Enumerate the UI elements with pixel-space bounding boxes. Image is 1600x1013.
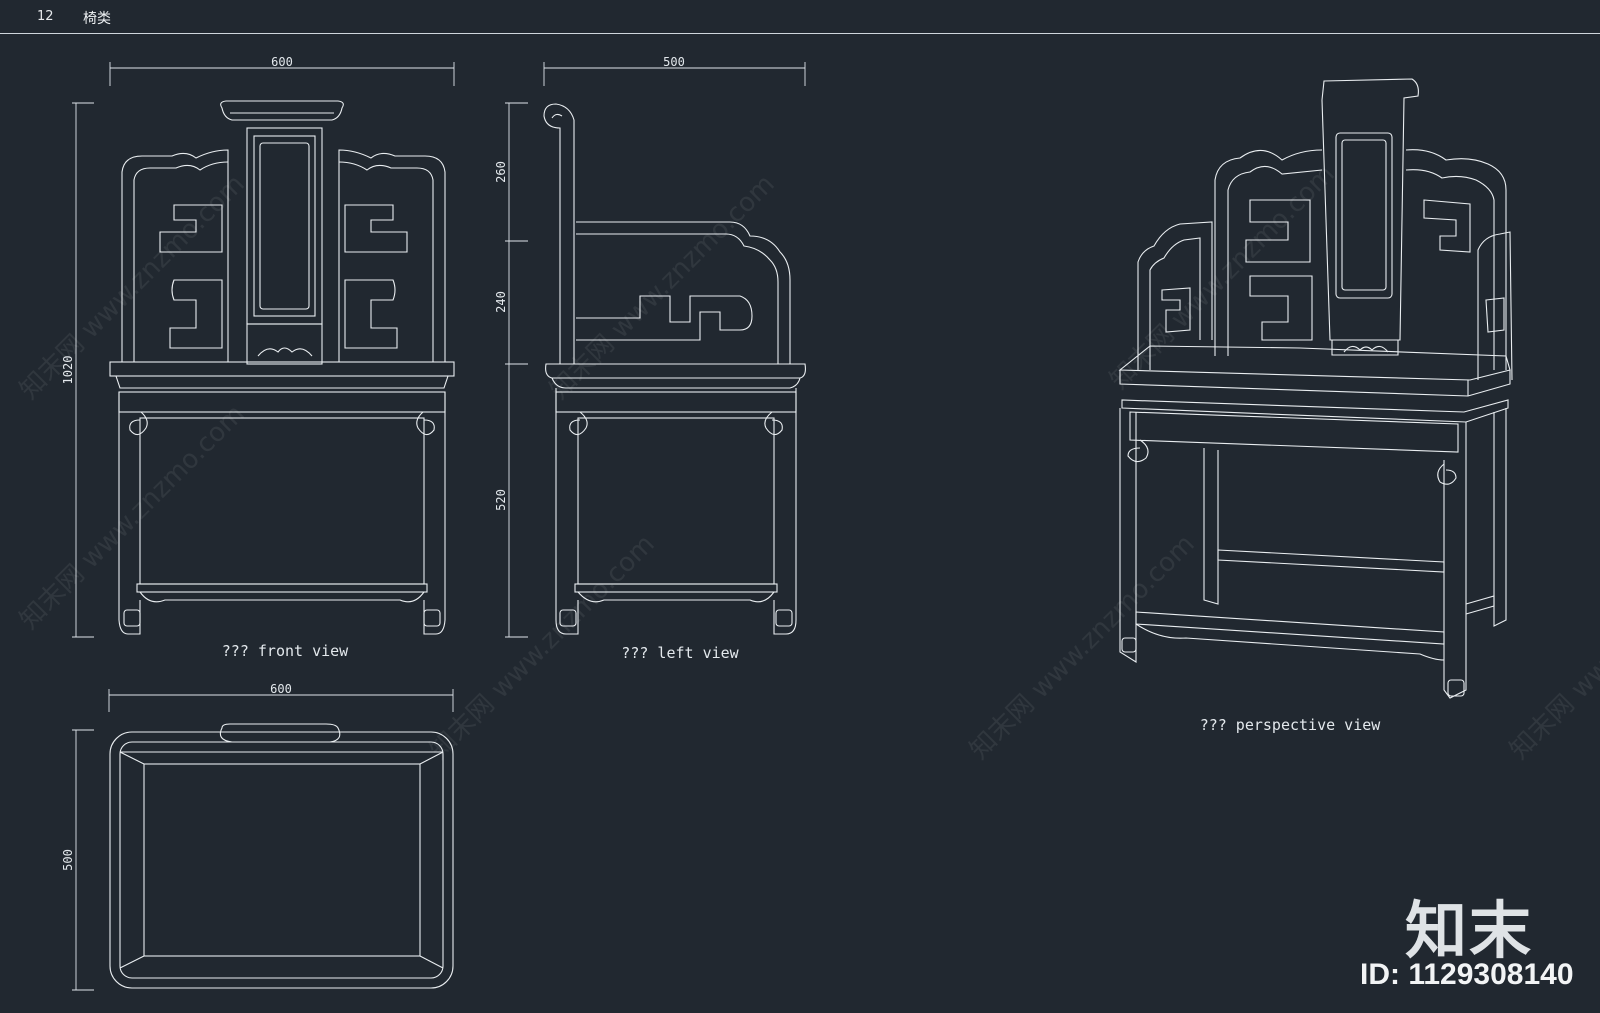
plan-width-dim-text: 600	[270, 682, 292, 696]
left-dim-lower: 520	[494, 489, 508, 511]
plan-depth-dim-text: 500	[61, 849, 75, 871]
left-height-dimensions: 260 240 520	[494, 102, 528, 638]
brand-logo: 知末	[1405, 894, 1534, 967]
plan-width-dimension: 600	[108, 682, 454, 712]
left-width-dimension: 500	[543, 55, 806, 86]
left-view-label: ??? left view	[621, 644, 739, 662]
front-width-dim-text: 600	[271, 55, 293, 69]
front-width-dimension: 600	[109, 55, 455, 86]
front-view-label: ??? front view	[222, 642, 349, 660]
page-number: 12	[37, 9, 54, 24]
front-height-dim-text: 1020	[61, 356, 75, 385]
left-dim-upper: 260	[494, 161, 508, 183]
front-view: 600 1020	[61, 55, 455, 660]
left-dim-middle: 240	[494, 291, 508, 313]
perspective-view-label: ??? perspective view	[1200, 716, 1382, 734]
section-title: 椅类	[83, 11, 111, 27]
perspective-view: ??? perspective view	[1118, 78, 1513, 734]
page-header: 12 椅类	[0, 0, 1600, 34]
front-height-dimension: 1020	[61, 102, 94, 638]
plan-depth-dimension: 500	[61, 729, 94, 991]
plan-view: 600 500	[61, 682, 454, 991]
brand-id: ID: 1129308140	[1360, 958, 1574, 991]
left-view: 500 260 240 520 ??? le	[494, 55, 806, 662]
left-depth-dim-text: 500	[663, 55, 685, 69]
